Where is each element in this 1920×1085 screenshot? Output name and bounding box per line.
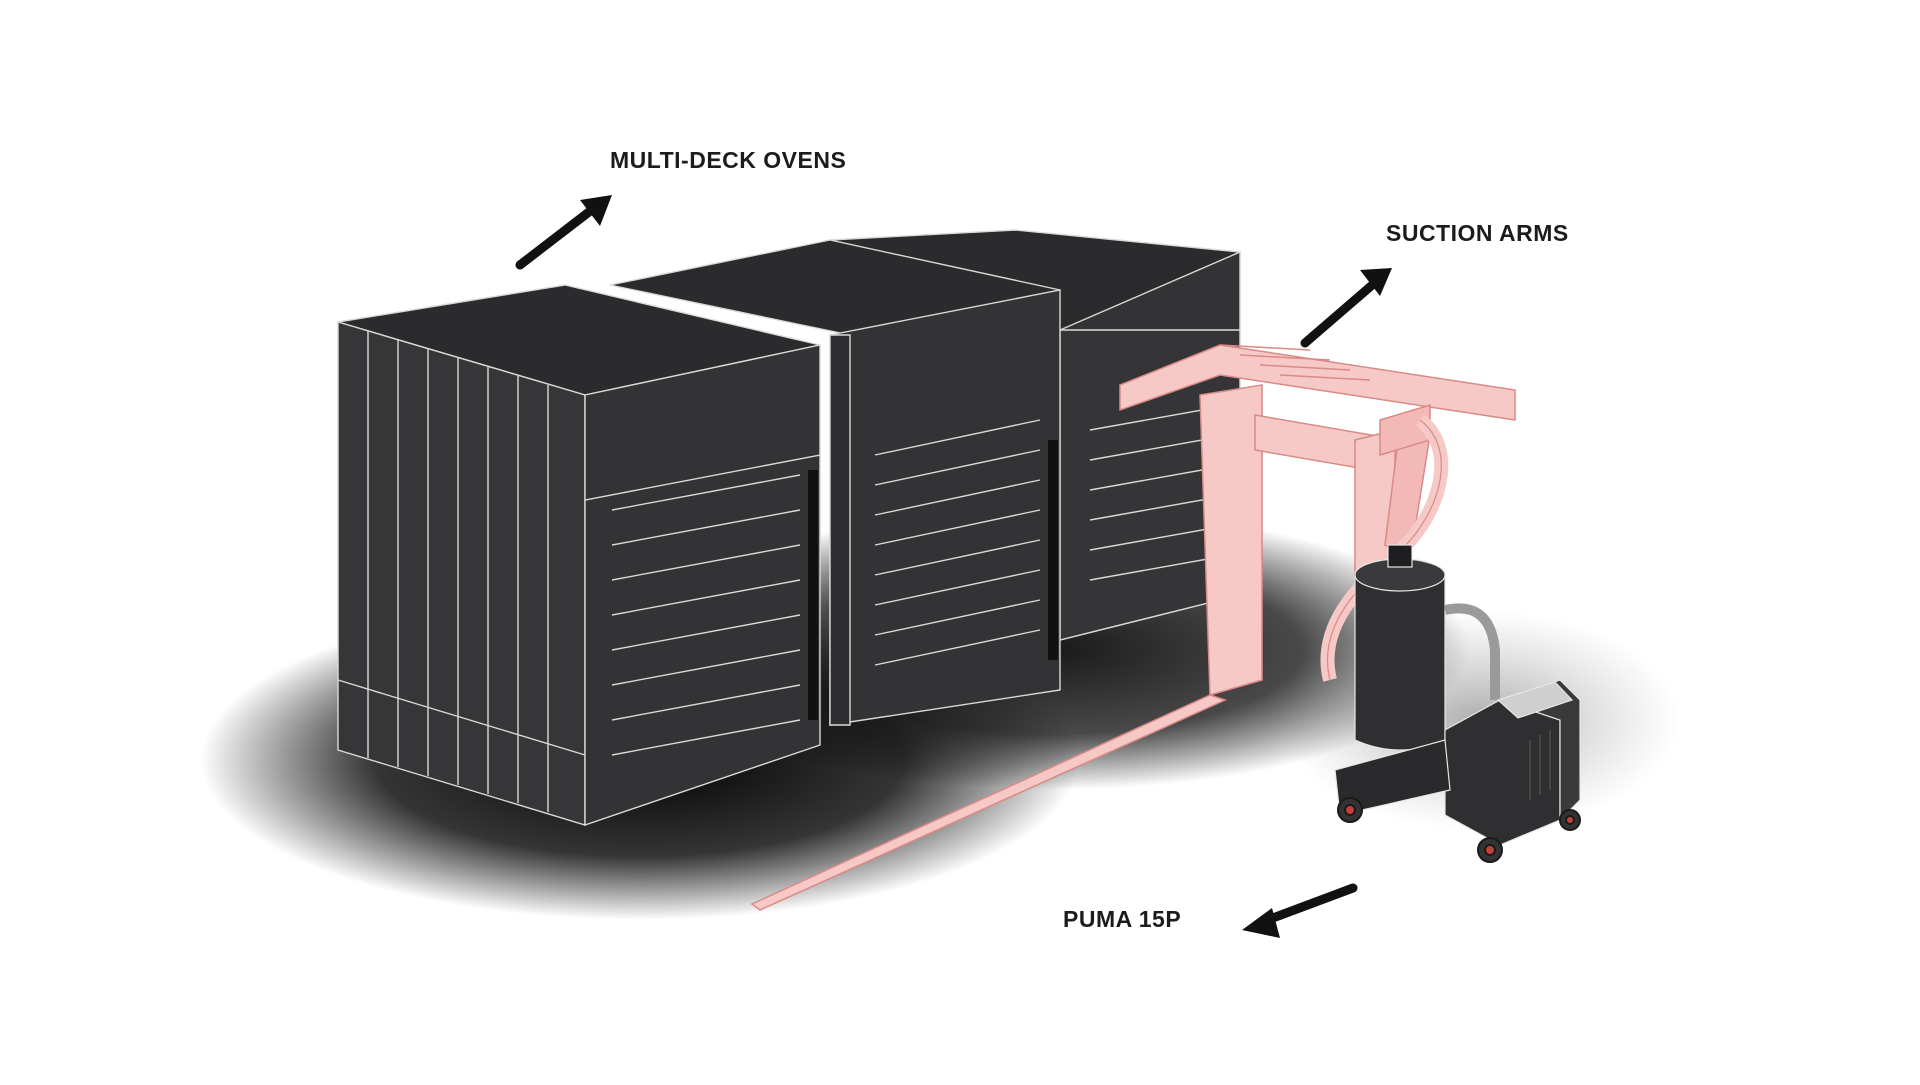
label-multi-deck-ovens: MULTI-DECK OVENS <box>610 147 847 173</box>
oven-1-decks <box>584 454 821 756</box>
arrow-puma <box>1242 883 1358 938</box>
oven-1-side-panels <box>337 331 586 812</box>
suction-arms <box>750 344 1516 911</box>
vacuum-wheels <box>1337 797 1581 863</box>
oven-2-decks <box>874 419 1041 666</box>
arrow-suction-arms <box>1300 268 1392 348</box>
oven-unit-2 <box>609 239 1061 726</box>
arrow-ovens <box>515 195 612 270</box>
oven-unit-1 <box>337 284 821 826</box>
label-suction-arms: SUCTION ARMS <box>1386 220 1569 246</box>
label-puma-15p: PUMA 15P <box>1063 906 1182 932</box>
vacuum-unit <box>1334 544 1581 846</box>
